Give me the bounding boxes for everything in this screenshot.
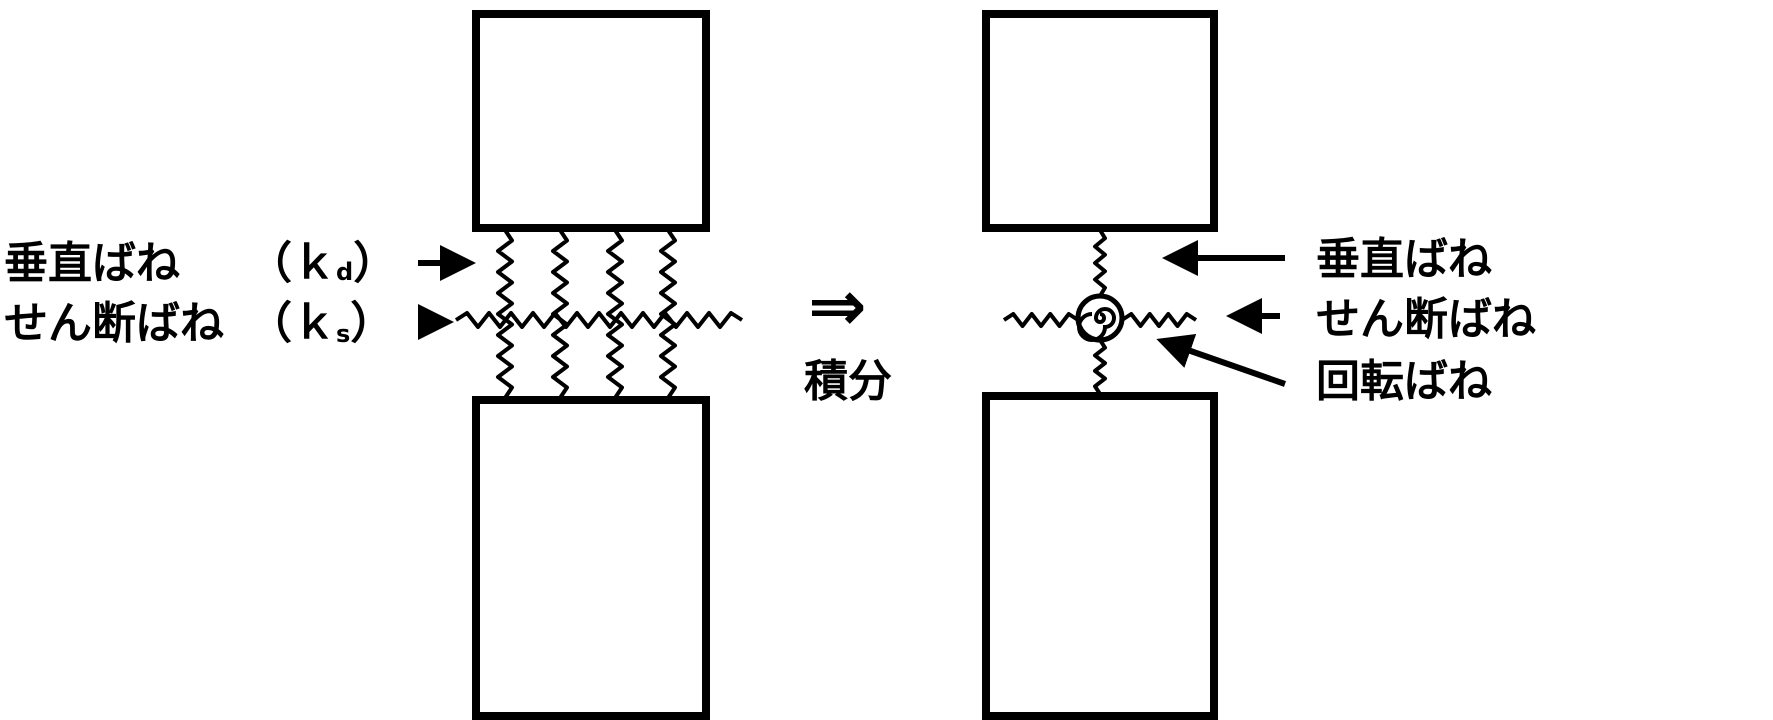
vertical-spring-label: 垂直ばね xyxy=(4,238,180,289)
distributed-spring-model: 垂直ばね （ｋd） せん断ばね （ｋs） xyxy=(4,10,744,720)
vertical-spring xyxy=(496,228,514,400)
shear-spring xyxy=(1002,312,1080,328)
shear-spring xyxy=(454,311,744,329)
vertical-spring xyxy=(1093,338,1107,396)
lower-block xyxy=(982,392,1218,720)
rotation-spring-icon xyxy=(1075,293,1125,343)
upper-block xyxy=(472,10,710,232)
integration-label: 積分 xyxy=(804,356,892,407)
vertical-spring xyxy=(606,228,624,400)
rotation-spring-pointer-arrow xyxy=(1156,333,1286,387)
vertical-spring xyxy=(1093,228,1107,298)
vertical-spring-label: 垂直ばね xyxy=(1316,234,1492,285)
vertical-spring xyxy=(659,228,677,400)
vertical-springs xyxy=(496,228,677,400)
shear-spring-label: せん断ばね xyxy=(1316,294,1536,345)
shear-spring-label: せん断ばね xyxy=(4,298,224,349)
shear-spring-symbol: （ｋs） xyxy=(248,298,394,349)
upper-block xyxy=(982,10,1218,232)
vertical-spring-symbol: （ｋd） xyxy=(248,238,397,289)
integration-double-arrow: ⇒ xyxy=(808,265,867,347)
shear-spring xyxy=(1120,312,1198,328)
lower-block xyxy=(472,396,710,720)
rotation-spring-label: 回転ばね xyxy=(1316,356,1492,407)
integrated-spring-model: 垂直ばね せん断ばね 回転ばね xyxy=(982,10,1536,720)
